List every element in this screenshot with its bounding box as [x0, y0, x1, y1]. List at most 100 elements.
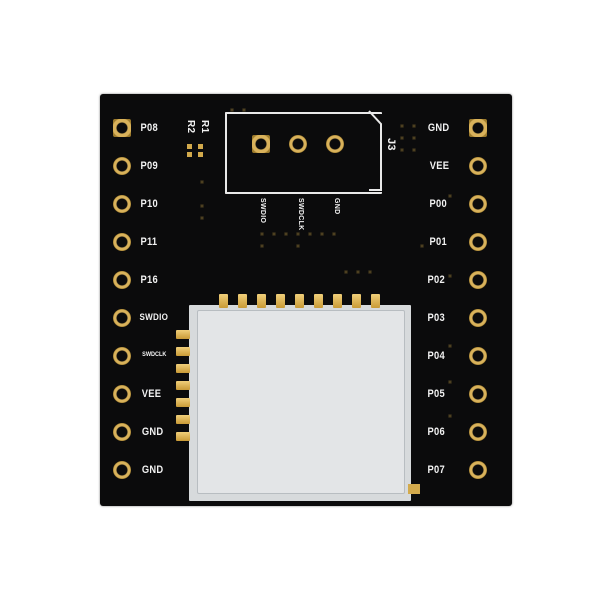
via	[332, 232, 336, 236]
pin-pad-right-1	[469, 119, 487, 137]
module-pad	[176, 381, 190, 390]
pin-label-right: GND	[427, 122, 450, 134]
j3-pin-label: SWDCLK	[297, 198, 304, 231]
via	[320, 232, 324, 236]
pin-pad-left-10	[113, 461, 131, 479]
pin-pad-right-5	[469, 271, 487, 289]
pin-pad-left-9	[113, 423, 131, 441]
via	[272, 232, 276, 236]
via	[420, 244, 424, 248]
pin-label-left: P16	[140, 274, 158, 286]
pin-pad-right-4	[469, 233, 487, 251]
module-pad	[176, 364, 190, 373]
pin-pad-left-7	[113, 347, 131, 365]
pin-pad-right-8	[469, 385, 487, 403]
j3-header-outline	[225, 112, 382, 194]
pin-label-right: P01	[429, 236, 447, 248]
pin-label-left: P08	[140, 122, 158, 134]
pin-pad-right-2	[469, 157, 487, 175]
pin-label-left: VEE	[141, 388, 162, 400]
pin-label-left: P10	[140, 198, 158, 210]
pin-label-right: P05	[427, 388, 445, 400]
pin-pad-left-6	[113, 309, 131, 327]
pin-label-right: P02	[427, 274, 445, 286]
via	[368, 270, 372, 274]
module-pad	[295, 294, 304, 308]
module-pad	[176, 330, 190, 339]
resistor-pad	[198, 152, 203, 157]
pin-label-right: P00	[429, 198, 447, 210]
pin-pad-left-8	[113, 385, 131, 403]
via	[308, 232, 312, 236]
module-pad	[176, 432, 190, 441]
module-pad	[238, 294, 247, 308]
module-pad	[333, 294, 342, 308]
j3-label: J3	[385, 138, 397, 151]
pin-label-left: GND	[141, 464, 164, 476]
via	[344, 270, 348, 274]
pin-label-left: P11	[140, 236, 158, 248]
resistor-pad	[198, 144, 203, 149]
module-pad	[219, 294, 228, 308]
via	[260, 244, 264, 248]
pin-label-right: P06	[427, 426, 445, 438]
j3-pin-label: SWDIO	[259, 198, 266, 224]
via	[448, 274, 452, 278]
pin-pad-left-5	[113, 271, 131, 289]
pin-pad-right-9	[469, 423, 487, 441]
pin-pad-right-6	[469, 309, 487, 327]
pin-label-left: SWDIO	[139, 312, 169, 323]
j3-outline-corner	[368, 110, 382, 191]
via	[284, 232, 288, 236]
via	[400, 124, 404, 128]
pin-label-left: P09	[140, 160, 158, 172]
pin-label-right: P03	[427, 312, 445, 324]
j3-pin-2-pad	[289, 135, 307, 153]
module-pad	[314, 294, 323, 308]
j3-pin-label: GND	[333, 198, 340, 215]
pin-label-right: VEE	[429, 160, 450, 172]
via	[448, 194, 452, 198]
j3-pin-1-pad	[252, 135, 270, 153]
resistor-label-r2: R2	[185, 120, 196, 134]
resistor-pad	[187, 152, 192, 157]
pin-label-left: GND	[141, 426, 164, 438]
via	[356, 270, 360, 274]
via	[400, 136, 404, 140]
module-corner-pad	[408, 484, 420, 494]
via	[412, 124, 416, 128]
resistor-label-r1: R1	[199, 120, 210, 134]
pcb-board: P08 P09 P10 P11 P16 SWDIO SWDCLK VEE GND…	[100, 94, 512, 506]
pin-pad-left-3	[113, 195, 131, 213]
pin-pad-right-10	[469, 461, 487, 479]
pin-label-right: P07	[427, 464, 445, 476]
resistor-pad	[187, 144, 192, 149]
module-pad	[276, 294, 285, 308]
via	[200, 216, 204, 220]
via	[412, 148, 416, 152]
via	[296, 244, 300, 248]
pin-label-left: SWDCLK	[142, 351, 167, 358]
module-pad	[352, 294, 361, 308]
module-pad	[257, 294, 266, 308]
via	[296, 232, 300, 236]
pin-pad-right-3	[469, 195, 487, 213]
via	[260, 232, 264, 236]
via	[448, 344, 452, 348]
module-shield	[197, 310, 405, 494]
module-pad	[176, 415, 190, 424]
via	[400, 148, 404, 152]
pin-label-right: P04	[427, 350, 445, 362]
via	[230, 108, 234, 112]
pin-pad-left-1	[113, 119, 131, 137]
via	[412, 136, 416, 140]
pin-pad-left-4	[113, 233, 131, 251]
via	[448, 414, 452, 418]
module-pad	[371, 294, 380, 308]
via	[448, 380, 452, 384]
pin-pad-left-2	[113, 157, 131, 175]
via	[200, 204, 204, 208]
module-pad	[176, 347, 190, 356]
j3-pin-3-pad	[326, 135, 344, 153]
via	[200, 180, 204, 184]
